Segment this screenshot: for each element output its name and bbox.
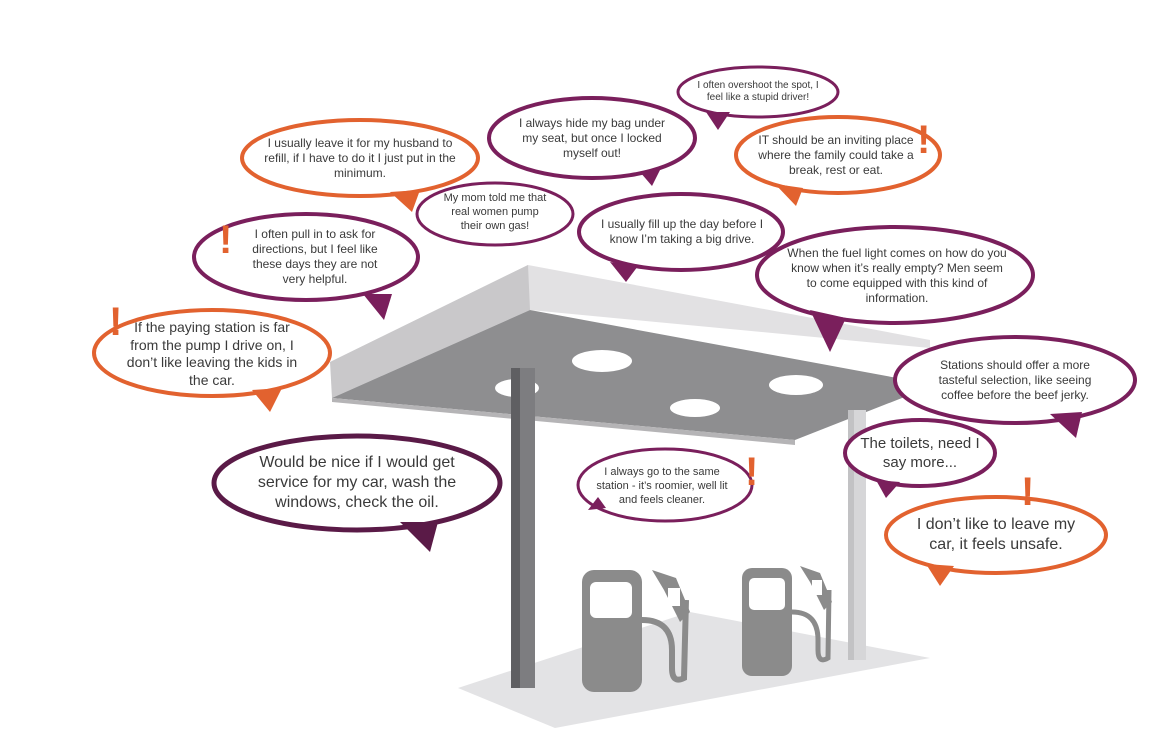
bubble-outline-directions xyxy=(192,212,420,302)
bubble-text: I often pull in to ask for directions, b… xyxy=(252,227,378,286)
canopy-side-left xyxy=(330,265,530,398)
bubble-tail-toilets xyxy=(876,480,900,498)
bubble-outline-stations xyxy=(893,335,1137,425)
bubble-outline-service xyxy=(211,433,503,533)
bubble-outline-husband xyxy=(240,118,480,198)
exclamation-icon: ! xyxy=(917,118,931,162)
speech-bubble-unsafe: I don’t like to leave my car, it feels u… xyxy=(904,510,1088,560)
speech-bubble-service: Would be nice if I would get service for… xyxy=(238,450,476,516)
bubble-text: I usually leave it for my husband to ref… xyxy=(264,135,456,180)
speech-bubble-directions: I often pull in to ask for directions, b… xyxy=(240,227,390,286)
canopy-light xyxy=(572,350,632,372)
bubble-text: Stations should offer a more tasteful se… xyxy=(938,357,1092,402)
bubble-tail-husband xyxy=(390,190,420,212)
bubble-tail-inviting xyxy=(775,184,803,206)
bubble-text: I always go to the same station - it’s r… xyxy=(596,466,728,506)
bubble-outline-inviting xyxy=(734,115,942,195)
bubble-tail-service xyxy=(400,522,438,552)
exclamation-icon: ! xyxy=(1021,470,1035,514)
exclamation-icon: ! xyxy=(219,218,233,262)
bubble-text: If the paying station is far from the pu… xyxy=(126,319,298,388)
bubble-text: Would be nice if I would get service for… xyxy=(257,454,457,511)
bubble-outline-toilets xyxy=(843,418,997,488)
bubble-tail-directions xyxy=(363,294,392,320)
bubble-text: My mom told me that real women pump thei… xyxy=(443,192,547,232)
bubble-outline-unsafe xyxy=(884,495,1108,575)
pillar-left xyxy=(511,368,535,688)
bubble-tail-unsafe xyxy=(926,564,954,586)
bubble-text: I don’t like to leave my car, it feels u… xyxy=(916,516,1076,553)
bubble-outline-bag xyxy=(487,96,697,180)
speech-bubble-fuel: When the fuel light comes on how do you … xyxy=(785,246,1009,305)
bubble-text: When the fuel light comes on how do you … xyxy=(787,246,1007,305)
bubble-tail-bag xyxy=(640,166,662,186)
bubble-tail-kids xyxy=(252,388,282,412)
canopy xyxy=(330,265,935,445)
bubble-tail-stations xyxy=(1050,412,1082,438)
bubble-tail-fuel xyxy=(810,310,846,352)
exclamation-icon: ! xyxy=(109,300,123,344)
speech-bubble-bag: I always hide my bag under my seat, but … xyxy=(514,111,670,165)
bubble-outline-fuel xyxy=(755,225,1035,325)
bubble-outline-kids xyxy=(92,308,332,398)
bubble-outline-fillup xyxy=(577,192,785,272)
gas-pump-right xyxy=(742,566,832,676)
speech-bubble-overshoot: I often overshoot the spot, I feel like … xyxy=(690,77,826,107)
bubble-text: I often overshoot the spot, I feel like … xyxy=(697,79,819,104)
speech-bubble-shapes xyxy=(92,65,1137,586)
canopy-light xyxy=(670,399,720,417)
bubble-text: I always hide my bag under my seat, but … xyxy=(518,115,666,160)
speech-bubble-fillup: I usually fill up the day before I know … xyxy=(592,212,772,252)
bubble-tail-same xyxy=(588,497,606,510)
speech-bubble-stations: Stations should offer a more tasteful se… xyxy=(928,354,1102,406)
speech-bubble-same: I always go to the same station - it’s r… xyxy=(594,464,730,510)
speech-bubble-kids: If the paying station is far from the pu… xyxy=(120,318,304,390)
canopy-underside xyxy=(332,310,935,440)
speech-bubble-mom: My mom told me that real women pump thei… xyxy=(440,188,550,238)
bubble-outline-overshoot xyxy=(676,65,840,119)
exclamation-icon: ! xyxy=(745,450,759,494)
speech-bubble-husband: I usually leave it for my husband to ref… xyxy=(262,132,458,184)
bubble-text: IT should be an inviting place where the… xyxy=(758,132,914,177)
canopy-light xyxy=(769,375,823,395)
bubble-text: I usually fill up the day before I know … xyxy=(600,217,764,246)
bubble-text: The toilets, need I say more... xyxy=(860,435,980,471)
speech-bubble-toilets: The toilets, need I say more... xyxy=(858,432,982,476)
canopy-front-edge xyxy=(332,398,795,445)
bubble-tail-overshoot xyxy=(706,112,730,130)
ground-slab xyxy=(458,612,930,728)
speech-bubble-inviting: IT should be an inviting place where the… xyxy=(752,128,920,182)
bubble-tail-fillup xyxy=(610,262,638,282)
bubble-outline-mom xyxy=(415,181,575,247)
bubble-outline-same xyxy=(576,447,754,523)
gas-pump-left xyxy=(582,570,690,692)
